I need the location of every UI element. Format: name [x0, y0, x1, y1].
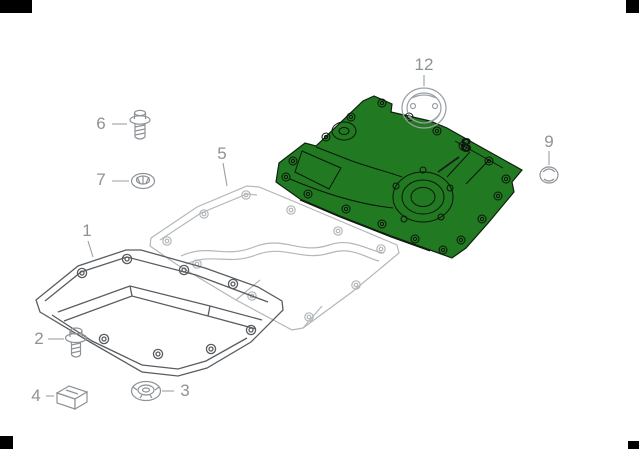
callout-label-9: 9: [544, 132, 554, 151]
part-1-front-shield: [35, 249, 284, 377]
corner-mark-bottom-right: [628, 441, 639, 449]
screw-2: [64, 327, 88, 358]
callout-label-1: 1: [82, 221, 92, 240]
part-1-screw-holes: [76, 253, 257, 360]
callout-label-2: 2: [34, 329, 44, 348]
grommet-7: [130, 172, 156, 190]
callout-label-6: 6: [96, 114, 106, 133]
clip-nut-4: [55, 385, 89, 411]
callout-label-5: 5: [217, 144, 227, 163]
part-5-center-shield: [149, 185, 400, 331]
leader-8: [437, 156, 460, 173]
corner-mark-bottom-left: [0, 436, 13, 449]
callout-label-12: 12: [414, 55, 434, 74]
corner-mark-top-right: [626, 0, 639, 13]
callout-label-8: 8: [460, 135, 472, 157]
callout-label-3: 3: [180, 381, 190, 400]
leader-lines: [46, 75, 550, 397]
callout-label-7: 7: [96, 170, 106, 189]
callout-label-4: 4: [31, 386, 41, 405]
cap-12: [401, 87, 447, 129]
clip-9: [539, 166, 559, 184]
part-8-body: [275, 95, 523, 259]
leader-1: [87, 240, 94, 258]
grommet-3: [130, 380, 162, 402]
hardware: [55, 87, 559, 411]
part-8-rear-shield-highlighted: [275, 95, 523, 259]
screw-6: [129, 109, 151, 140]
leader-5: [222, 162, 228, 187]
corner-mark-top-left: [0, 0, 32, 13]
